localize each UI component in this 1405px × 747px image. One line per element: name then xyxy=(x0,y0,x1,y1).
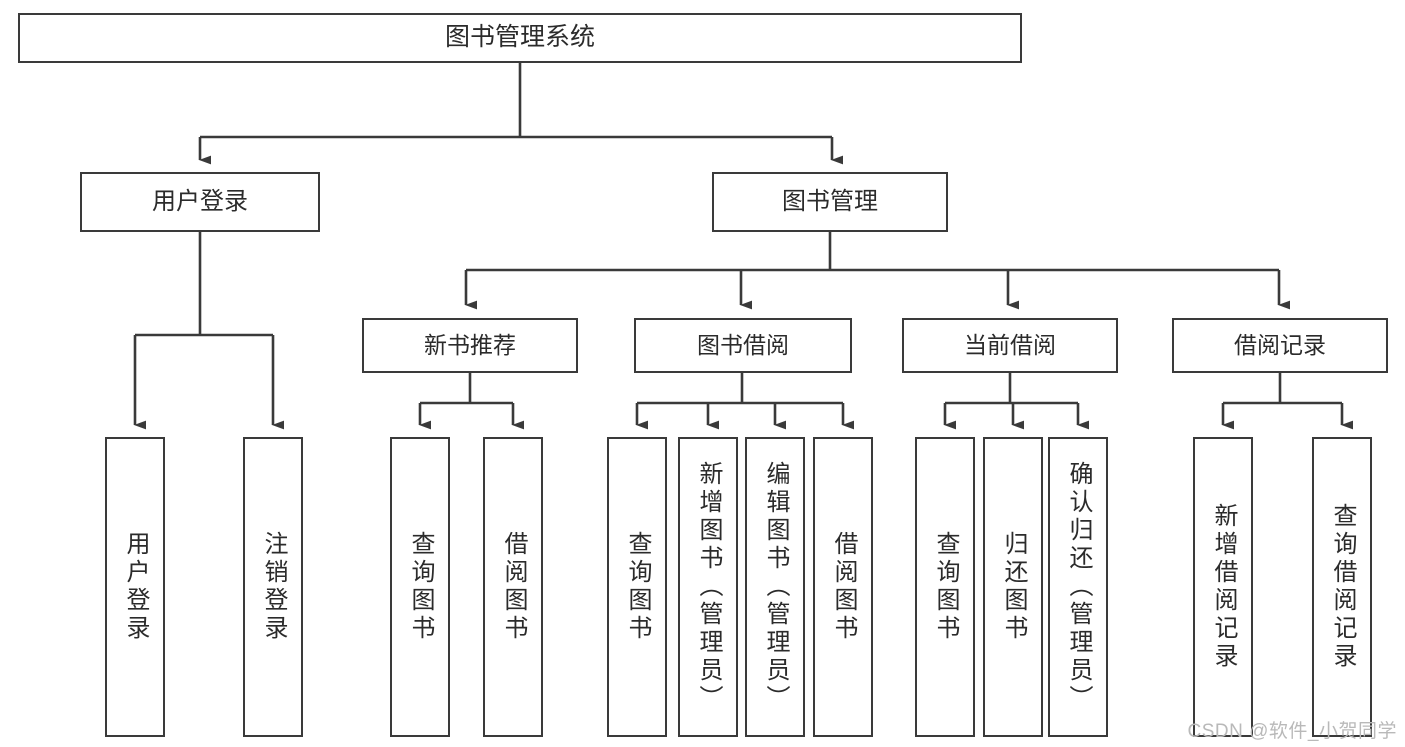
node-current-borrow-label: 当前借阅 xyxy=(964,331,1056,358)
node-root-system[interactable]: 图书管理系统 xyxy=(18,13,1022,63)
leaf-user-login-logout-label: 注销登录 xyxy=(260,531,287,643)
node-user-login[interactable]: 用户登录 xyxy=(80,172,320,232)
node-new-book-recommend-label: 新书推荐 xyxy=(424,331,516,358)
leaf-record-query-record-label: 查询借阅记录 xyxy=(1329,503,1356,671)
node-new-book-recommend[interactable]: 新书推荐 xyxy=(362,318,578,373)
node-borrow-record-label: 借阅记录 xyxy=(1234,331,1326,358)
leaf-current-confirm-return-admin[interactable]: 确认归还（管理员） xyxy=(1048,437,1108,737)
leaf-borrow-add-book-admin-label: 新增图书（管理员） xyxy=(695,461,722,713)
leaf-borrow-borrow-book[interactable]: 借阅图书 xyxy=(813,437,873,737)
leaf-borrow-edit-book-admin-label: 编辑图书（管理员） xyxy=(762,461,789,713)
leaf-recommend-query-book[interactable]: 查询图书 xyxy=(390,437,450,737)
node-root-system-label: 图书管理系统 xyxy=(444,23,595,52)
leaf-borrow-query-book-label: 查询图书 xyxy=(624,531,651,643)
leaf-current-return-book[interactable]: 归还图书 xyxy=(983,437,1043,737)
csdn-watermark: CSDN @软件_小贺同学 xyxy=(1187,721,1397,742)
node-book-management[interactable]: 图书管理 xyxy=(712,172,948,232)
leaf-current-return-book-label: 归还图书 xyxy=(1000,531,1027,643)
leaf-current-query-book[interactable]: 查询图书 xyxy=(915,437,975,737)
leaf-current-query-book-label: 查询图书 xyxy=(932,531,959,643)
node-current-borrow[interactable]: 当前借阅 xyxy=(902,318,1118,373)
leaf-borrow-query-book[interactable]: 查询图书 xyxy=(607,437,667,737)
leaf-borrow-edit-book-admin[interactable]: 编辑图书（管理员） xyxy=(745,437,805,737)
leaf-record-query-record[interactable]: 查询借阅记录 xyxy=(1312,437,1372,737)
leaf-recommend-borrow-book[interactable]: 借阅图书 xyxy=(483,437,543,737)
leaf-user-login-login[interactable]: 用户登录 xyxy=(105,437,165,737)
leaf-borrow-borrow-book-label: 借阅图书 xyxy=(830,531,857,643)
leaf-recommend-query-book-label: 查询图书 xyxy=(407,531,434,643)
leaf-user-login-login-label: 用户登录 xyxy=(122,531,149,643)
leaf-borrow-add-book-admin[interactable]: 新增图书（管理员） xyxy=(678,437,738,737)
leaf-record-add-record[interactable]: 新增借阅记录 xyxy=(1193,437,1253,737)
leaf-record-add-record-label: 新增借阅记录 xyxy=(1210,503,1237,671)
node-book-borrow[interactable]: 图书借阅 xyxy=(634,318,852,373)
leaf-user-login-logout[interactable]: 注销登录 xyxy=(243,437,303,737)
node-user-login-label: 用户登录 xyxy=(152,187,248,215)
node-book-borrow-label: 图书借阅 xyxy=(697,331,789,358)
node-book-management-label: 图书管理 xyxy=(782,187,878,215)
leaf-current-confirm-return-admin-label: 确认归还（管理员） xyxy=(1065,461,1092,713)
leaf-recommend-borrow-book-label: 借阅图书 xyxy=(500,531,527,643)
node-borrow-record[interactable]: 借阅记录 xyxy=(1172,318,1388,373)
